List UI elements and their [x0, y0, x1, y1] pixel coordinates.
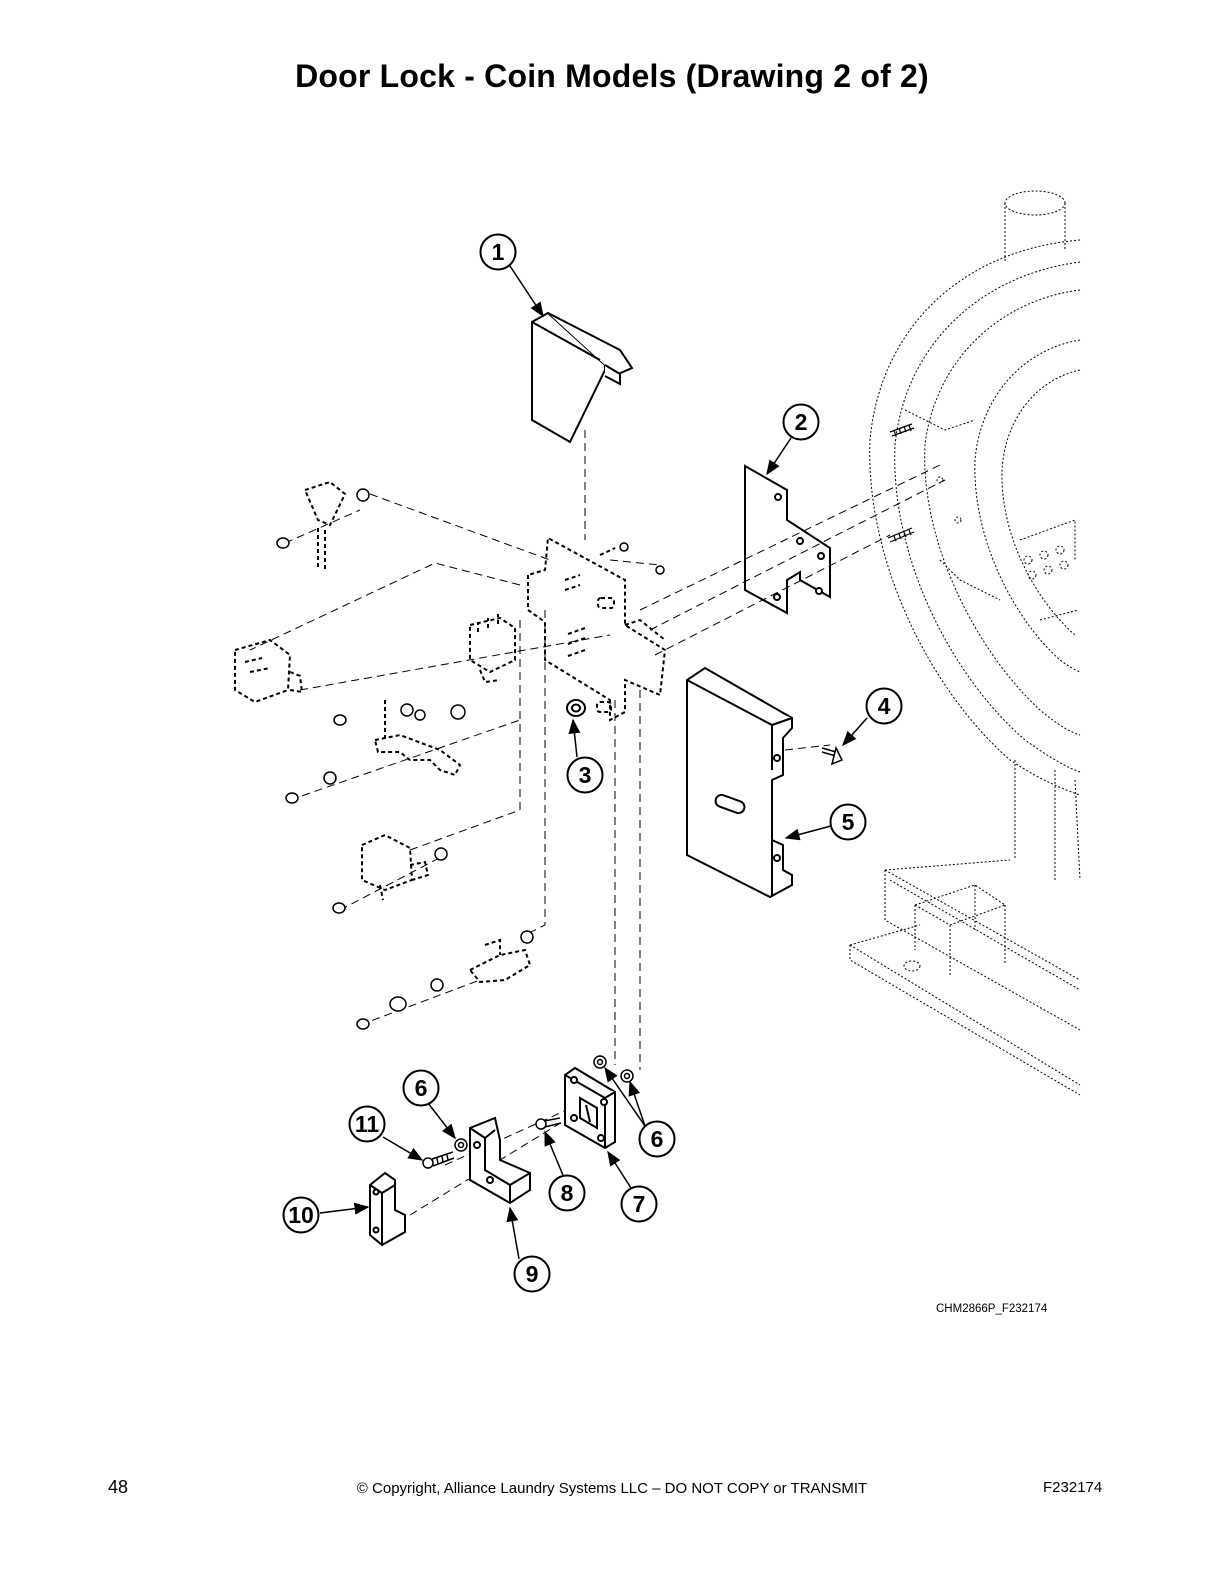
part-6-washers [454, 1055, 634, 1152]
callout-label: 8 [561, 1180, 574, 1206]
callout-label: 10 [288, 1202, 314, 1228]
callout-6-right [638, 1120, 676, 1158]
callout-label: 9 [526, 1261, 539, 1287]
callout-8 [548, 1174, 586, 1212]
callout-label: 5 [842, 809, 855, 835]
callout-7 [620, 1185, 658, 1223]
callout-label: 4 [878, 693, 891, 719]
copyright-notice: © Copyright, Alliance Laundry Systems LL… [356, 1480, 868, 1497]
callout-3 [566, 756, 604, 794]
part-1-cover-bracket [531, 311, 634, 444]
callout-label: 7 [633, 1191, 646, 1217]
callout-labels: 1 2 3 4 5 6 6 7 8 9 10 11 [288, 239, 890, 1287]
dryer-cabinet-outline [849, 190, 1081, 1096]
callout-arrows [319, 265, 868, 1260]
callout-4 [865, 687, 903, 725]
drawing-code: CHM2866P_F232174 [936, 1303, 1048, 1315]
part-7-strike-plate [564, 1066, 616, 1150]
part-8-screw [535, 1117, 562, 1130]
page-number: 48 [108, 1477, 129, 1497]
callout-5 [829, 803, 867, 841]
callout-10 [282, 1196, 320, 1234]
callout-bubbles [282, 233, 903, 1293]
callout-label: 6 [415, 1075, 428, 1101]
callout-label: 2 [795, 409, 808, 435]
part-9-latch-block [469, 1116, 531, 1205]
part-5-lock-cover [686, 666, 793, 899]
callout-label: 3 [579, 762, 592, 788]
callout-11 [348, 1105, 386, 1143]
callout-2 [782, 403, 820, 441]
part-2-mounting-plate [744, 464, 831, 615]
callout-1 [479, 233, 517, 271]
callout-label: 1 [492, 239, 505, 265]
small-hardware [276, 488, 665, 1030]
part-4-screw [821, 745, 844, 766]
callout-6-upper [402, 1069, 440, 1107]
part-10-latch [369, 1171, 406, 1247]
document-number: F232174 [1043, 1479, 1103, 1496]
callout-label: 6 [651, 1126, 664, 1152]
callout-label: 11 [355, 1111, 380, 1137]
callout-9 [513, 1255, 551, 1293]
part-11-screw [422, 1151, 455, 1169]
part-3-nut [566, 699, 586, 717]
lock-bracket-assembly [234, 480, 667, 984]
cabinet-studs [887, 423, 915, 543]
page-title: Door Lock - Coin Models (Drawing 2 of 2) [295, 58, 929, 94]
